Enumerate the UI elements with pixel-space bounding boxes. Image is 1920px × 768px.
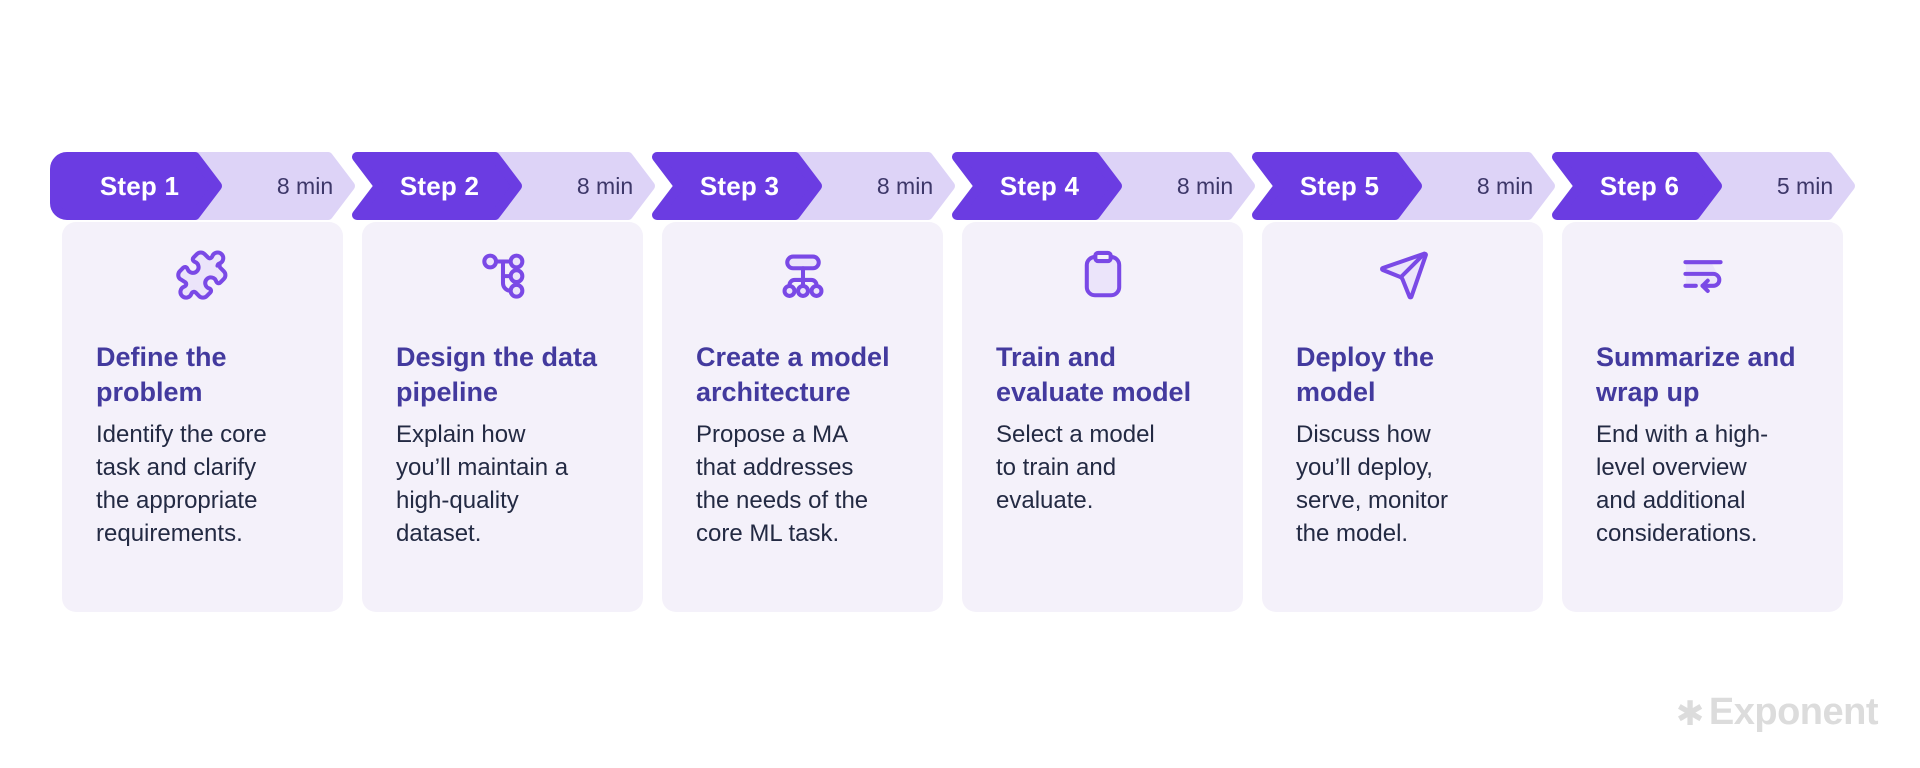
step-title: Define the problem	[96, 342, 227, 407]
step-4-header: Step 4 8 min	[952, 152, 1255, 220]
step-column-1: Step 1 8 min Define the problem Identify…	[50, 152, 355, 612]
process-board: Step 1 8 min Define the problem Identify…	[50, 152, 1855, 612]
step-description: Discuss how you’ll deploy, serve, monito…	[1296, 421, 1449, 547]
step-5-header: Step 5 8 min	[1252, 152, 1555, 220]
step-4-card: Train and evaluate model Select a model …	[962, 222, 1243, 612]
step-arrow-shape	[352, 152, 655, 220]
step-label: Step 1	[99, 170, 180, 201]
step-description: Identify the core task and clarify the a…	[96, 421, 267, 547]
step-label: Step 4	[999, 170, 1080, 201]
logo-text: Exponent	[1708, 691, 1879, 733]
step-description: Propose a MA that addresses the needs of…	[696, 421, 869, 547]
step-label: Step 3	[699, 170, 780, 201]
model-architecture-icon	[776, 248, 830, 302]
step-3-header: Step 3 8 min	[652, 152, 955, 220]
step-column-5: Step 5 8 min Deploy the model Discuss ho…	[1252, 152, 1555, 612]
step-arrow-shape	[1252, 152, 1555, 220]
step-duration: 8 min	[576, 172, 634, 199]
exponent-logo: ✱ Exponent	[1675, 691, 1879, 734]
puzzle-icon	[175, 248, 230, 302]
step-5-card: Deploy the model Discuss how you’ll depl…	[1262, 222, 1543, 612]
step-duration: 8 min	[1476, 172, 1534, 199]
step-label: Step 2	[399, 170, 480, 201]
paper-plane-icon	[1376, 248, 1430, 302]
step-6-card: Summarize and wrap up End with a high-le…	[1562, 222, 1843, 612]
step-title: Train and evaluate model	[996, 342, 1192, 407]
step-2-card: Design the data pipeline Explain how you…	[362, 222, 643, 612]
step-1-card: Define the problem Identify the core tas…	[62, 222, 343, 612]
step-arrow-shape	[50, 152, 355, 220]
step-6-header: Step 6 5 min	[1552, 152, 1855, 220]
step-duration: 8 min	[276, 172, 334, 199]
asterisk-logo-icon: ✱	[1675, 694, 1705, 733]
step-description: Explain how you’ll maintain a high-quali…	[396, 421, 569, 547]
step-column-3: Step 3 8 min Create a model architecture…	[652, 152, 955, 612]
step-title: Design the data pipeline	[396, 342, 598, 407]
step-1-header: Step 1 8 min	[50, 152, 355, 220]
step-column-2: Step 2 8 min Design the data pipeline Ex…	[352, 152, 655, 612]
pipeline-tree-icon	[476, 248, 530, 302]
step-duration: 5 min	[1776, 172, 1834, 199]
step-title: Summarize and wrap up	[1596, 342, 1796, 407]
step-label: Step 5	[1299, 170, 1380, 201]
step-column-4: Step 4 8 min Train and evaluate model Se…	[952, 152, 1255, 612]
wrap-up-icon	[1676, 248, 1730, 302]
step-duration: 8 min	[876, 172, 934, 199]
step-2-header: Step 2 8 min	[352, 152, 655, 220]
step-arrow-shape	[652, 152, 955, 220]
step-title: Create a model architecture	[696, 342, 890, 407]
step-label: Step 6	[1599, 170, 1680, 201]
step-arrow-shape	[1552, 152, 1855, 220]
clipboard-icon	[1076, 248, 1130, 302]
step-description: End with a high-level overview and addit…	[1596, 421, 1769, 547]
step-duration: 8 min	[1176, 172, 1234, 199]
step-arrow-shape	[952, 152, 1255, 220]
step-column-6: Step 6 5 min Summarize and wrap up End w…	[1552, 152, 1855, 612]
step-description: Select a model to train and evaluate.	[996, 421, 1155, 514]
step-3-card: Create a model architecture Propose a MA…	[662, 222, 943, 612]
step-title: Deploy the model	[1296, 342, 1435, 407]
